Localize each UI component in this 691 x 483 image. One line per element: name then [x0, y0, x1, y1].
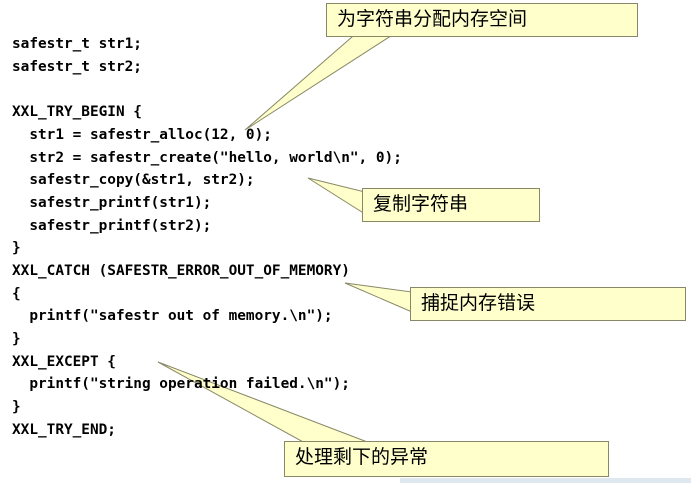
- code-line: safestr_copy(&str1, str2);: [12, 172, 255, 188]
- code-line: str2 = safestr_create("hello, world\n", …: [12, 150, 402, 166]
- copy-callout-pointer: [307, 177, 366, 215]
- copy-callout: 复制字符串: [362, 188, 540, 222]
- code-line: XXL_EXCEPT {: [12, 354, 116, 370]
- code-line: safestr_t str1;: [12, 36, 142, 52]
- alloc-callout: 为字符串分配内存空间: [326, 3, 638, 37]
- alloc-callout-pointer: [244, 29, 402, 131]
- code-line: printf("string operation failed.\n");: [12, 376, 350, 392]
- code-line: str1 = safestr_alloc(12, 0);: [12, 127, 272, 143]
- code-line: safestr_t str2;: [12, 59, 142, 75]
- slide-footer-bar: [400, 478, 691, 483]
- code-line: safestr_printf(str1);: [12, 195, 212, 211]
- catch-callout: 捕捉内存错误: [410, 287, 686, 321]
- code-line: }: [12, 331, 21, 347]
- code-line: XXL_TRY_END;: [12, 422, 116, 438]
- code-line: safestr_printf(str2);: [12, 218, 212, 234]
- except-callout: 处理剩下的异常: [284, 441, 609, 477]
- catch-callout-pointer: [344, 282, 413, 313]
- code-line: XXL_TRY_BEGIN {: [12, 104, 142, 120]
- code-line: XXL_CATCH (SAFESTR_ERROR_OUT_OF_MEMORY): [12, 263, 350, 279]
- code-line: }: [12, 240, 21, 256]
- code-line: {: [12, 286, 21, 302]
- code-line: printf("safestr out of memory.\n");: [12, 308, 333, 324]
- code-line: }: [12, 399, 21, 415]
